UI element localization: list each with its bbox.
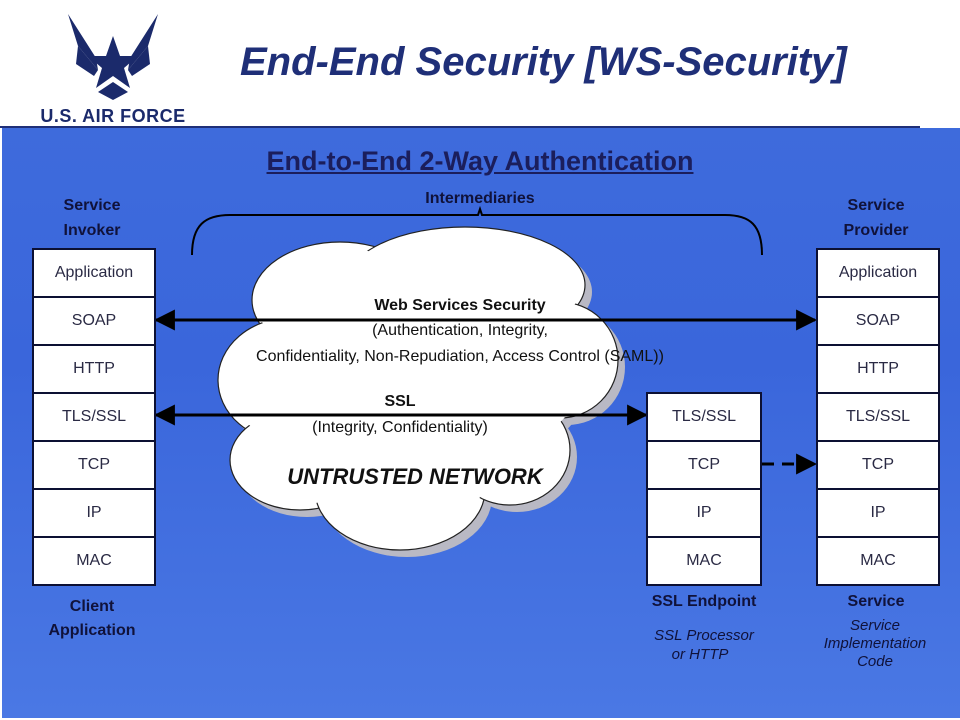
ssl-processor-line1: SSL Processor bbox=[654, 627, 754, 644]
diagram-subtitle: End-to-End 2-Way Authentication bbox=[266, 146, 694, 176]
service-invoker-title-line1: Service bbox=[63, 197, 121, 214]
service-impl-line3: Code bbox=[857, 653, 893, 670]
endpoint-layer-tcp: TCP bbox=[646, 440, 762, 490]
ws-security-line1: (Authentication, Integrity, bbox=[372, 322, 548, 339]
header-divider bbox=[0, 126, 920, 128]
service-invoker-title-line2: Invoker bbox=[63, 222, 121, 239]
untrusted-network-label: UNTRUSTED NETWORK bbox=[287, 464, 543, 489]
endpoint-layer-mac: MAC bbox=[646, 536, 762, 586]
service-layer-application: Application bbox=[816, 248, 940, 298]
slide-header: U.S. AIR FORCE End-End Security [WS-Secu… bbox=[0, 0, 960, 128]
client-layer-mac: MAC bbox=[32, 536, 156, 586]
service-layer-http: HTTP bbox=[816, 344, 940, 394]
client-layer-tls-ssl: TLS/SSL bbox=[32, 392, 156, 442]
service-layer-soap: SOAP bbox=[816, 296, 940, 346]
client-application-line2: Application bbox=[48, 622, 136, 639]
ssl-description: (Integrity, Confidentiality) bbox=[312, 419, 488, 436]
air-force-logo: U.S. AIR FORCE bbox=[38, 6, 188, 126]
air-force-wordmark: U.S. AIR FORCE bbox=[40, 106, 186, 126]
client-layer-ip: IP bbox=[32, 488, 156, 538]
service-label: Service bbox=[847, 593, 905, 610]
service-impl-line1: Service bbox=[849, 617, 901, 634]
service-provider-title-line1: Service bbox=[847, 197, 905, 214]
service-layer-tls-ssl: TLS/SSL bbox=[816, 392, 940, 442]
ws-security-line2: Confidentiality, Non-Repudiation, Access… bbox=[256, 348, 664, 365]
ssl-endpoint-label: SSL Endpoint bbox=[651, 593, 757, 610]
client-layer-application: Application bbox=[32, 248, 156, 298]
page-title: End-End Security [WS-Security] bbox=[240, 40, 847, 84]
service-impl-line2: Implementation bbox=[823, 635, 927, 652]
intermediaries-brace bbox=[191, 205, 763, 256]
service-layer-tcp: TCP bbox=[816, 440, 940, 490]
client-layer-soap: SOAP bbox=[32, 296, 156, 346]
ssl-title: SSL bbox=[384, 393, 416, 410]
endpoint-layer-ip: IP bbox=[646, 488, 762, 538]
client-application-line1: Client bbox=[69, 598, 115, 615]
ssl-processor-line2: or HTTP bbox=[671, 646, 729, 663]
air-force-wings-icon bbox=[68, 14, 158, 100]
endpoint-layer-tls-ssl: TLS/SSL bbox=[646, 392, 762, 442]
client-layer-tcp: TCP bbox=[32, 440, 156, 490]
service-layer-mac: MAC bbox=[816, 536, 940, 586]
service-provider-title-line2: Provider bbox=[843, 222, 909, 239]
service-layer-ip: IP bbox=[816, 488, 940, 538]
ws-security-title: Web Services Security bbox=[374, 297, 546, 314]
client-layer-http: HTTP bbox=[32, 344, 156, 394]
intermediaries-label: Intermediaries bbox=[425, 190, 535, 207]
